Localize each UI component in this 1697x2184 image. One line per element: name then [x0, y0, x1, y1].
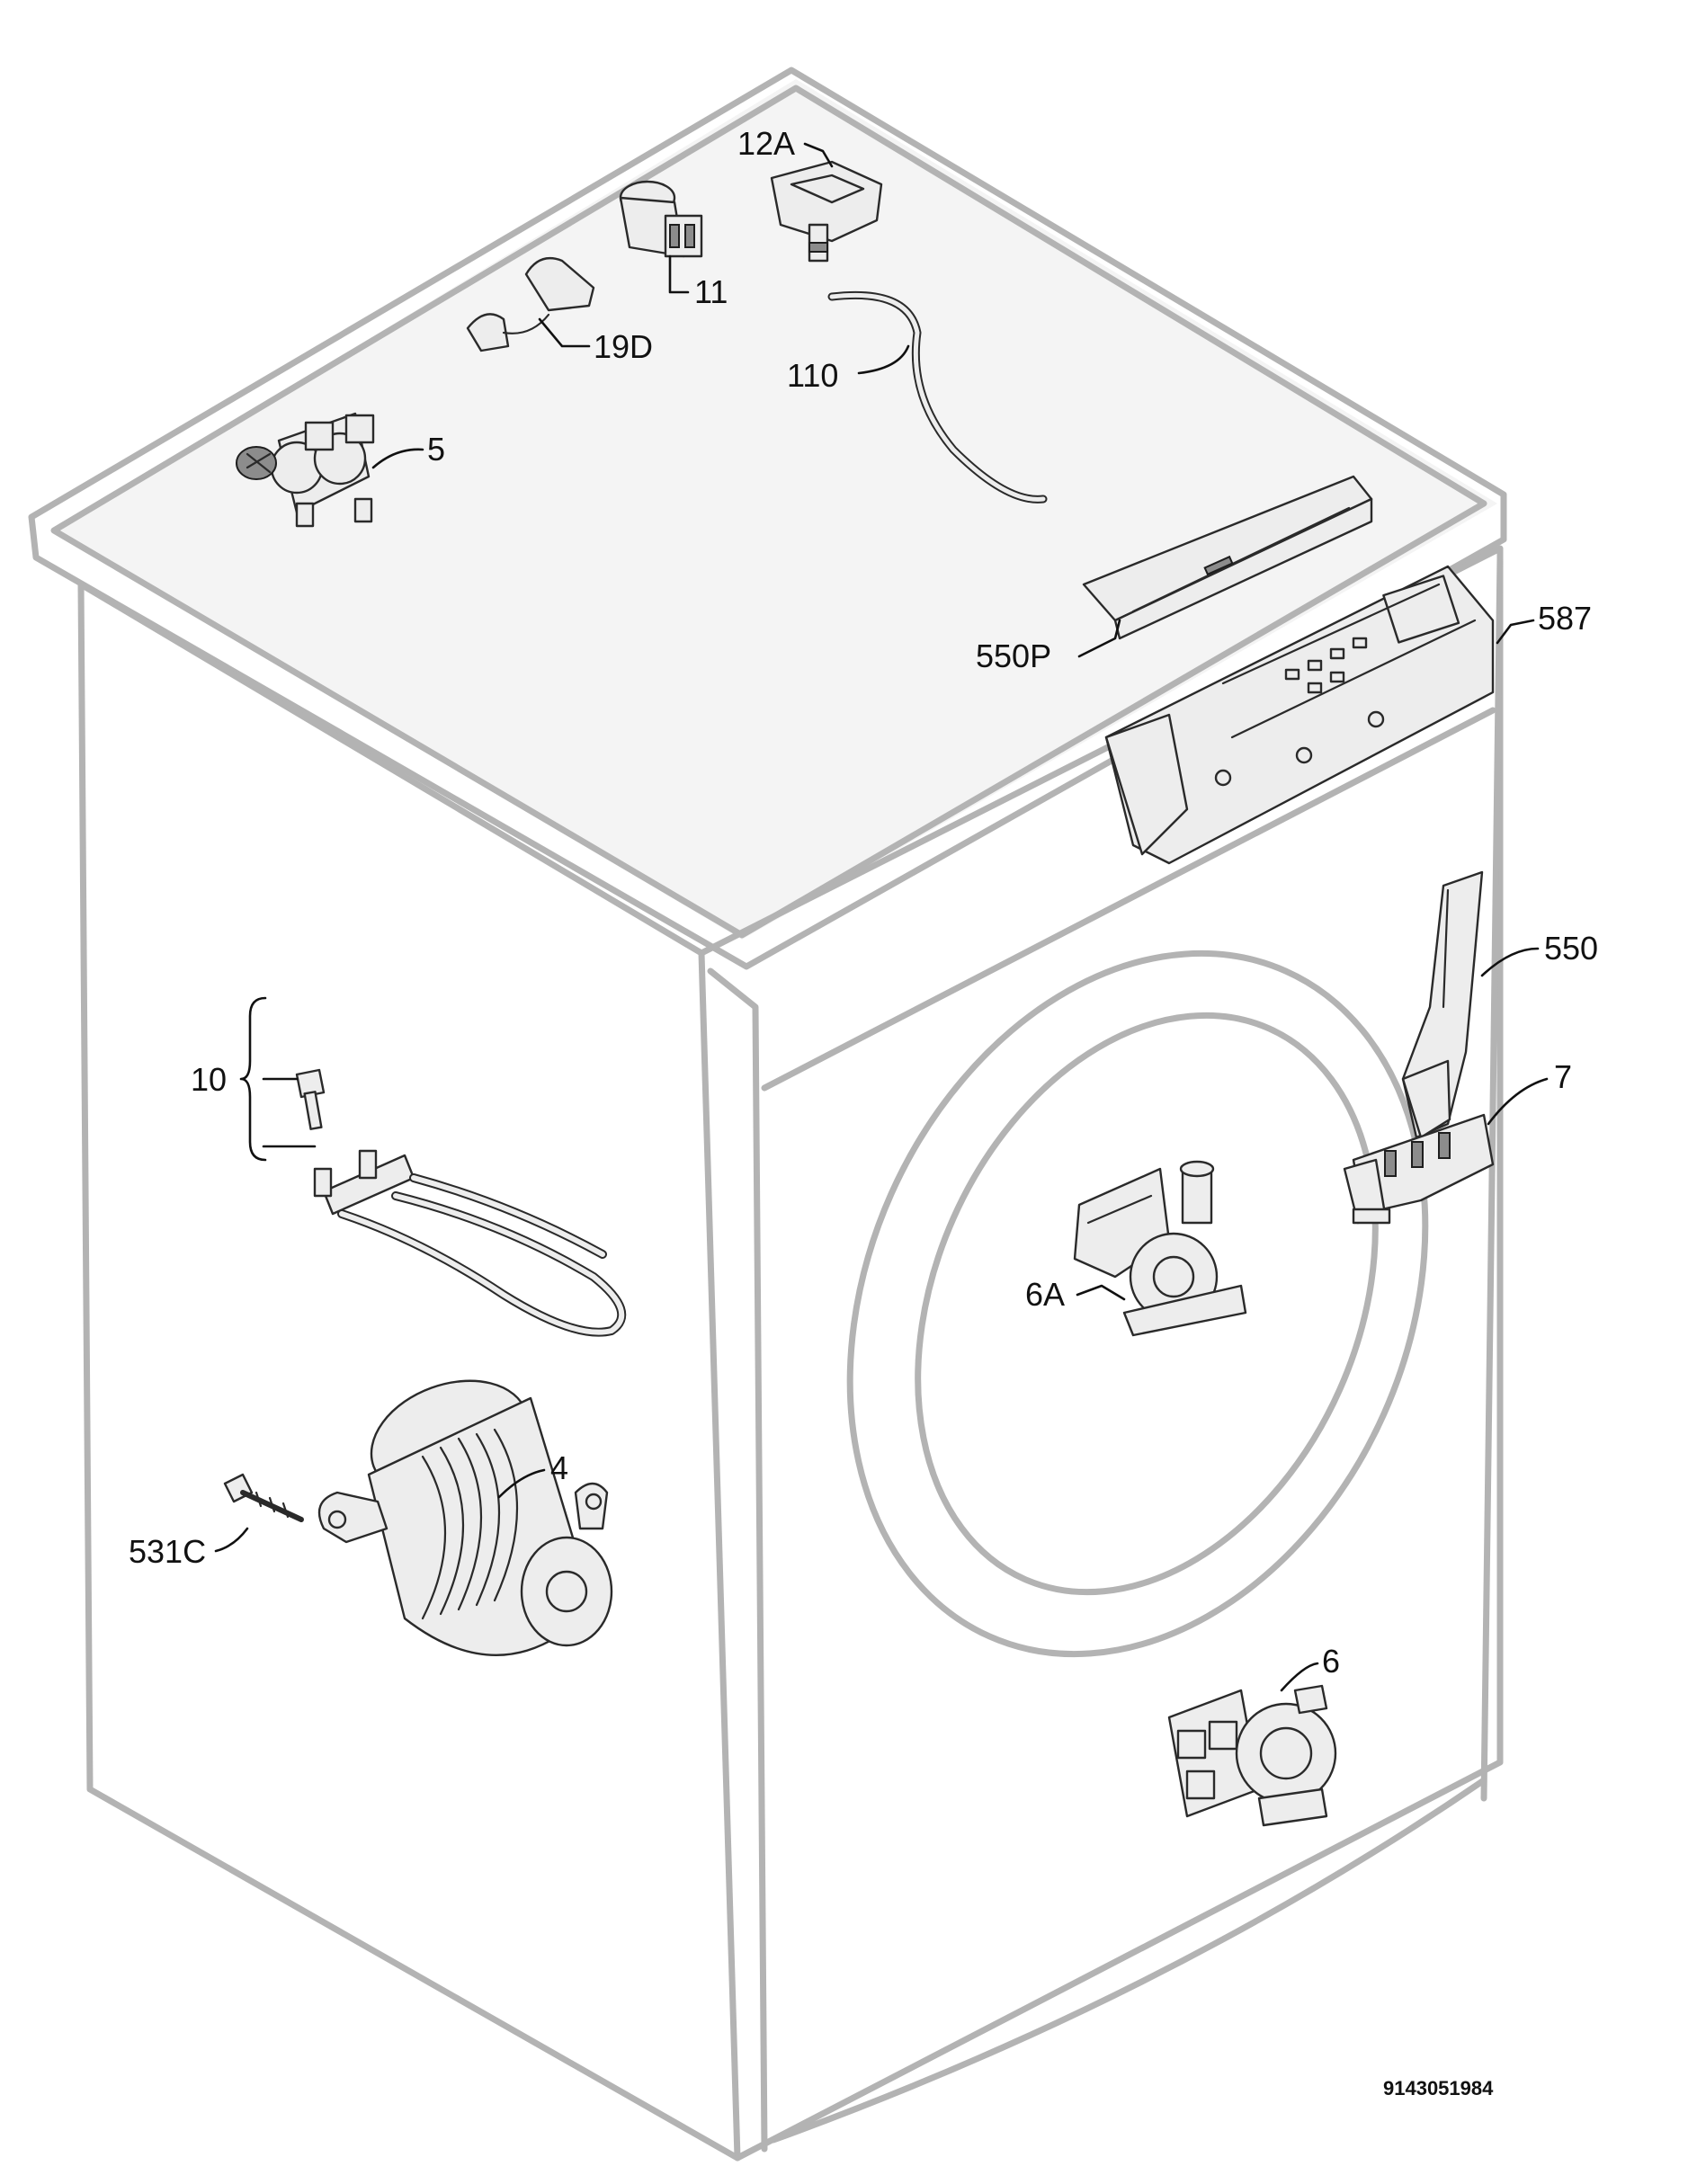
housing-top-outline — [28, 67, 1507, 970]
leader-10-bracket — [239, 996, 267, 1162]
pressure-hose-110[interactable] — [827, 290, 1048, 504]
housing-front-edge — [707, 967, 768, 2153]
door-inner-ring — [915, 1012, 1379, 1596]
leader-587 — [1496, 619, 1535, 645]
cable-clip-19D[interactable] — [466, 256, 595, 352]
screw-531C[interactable] — [223, 1473, 304, 1522]
leader-7 — [1487, 1077, 1549, 1126]
electronic-module-587[interactable] — [1104, 565, 1495, 865]
leader-550 — [1480, 947, 1540, 977]
label-10: 10 — [191, 1061, 227, 1098]
leader-11 — [668, 254, 690, 294]
document-number: 9143051984 — [1383, 2077, 1494, 2099]
panel-cover-550P[interactable] — [1082, 475, 1373, 640]
housing-front — [698, 545, 1504, 2162]
label-110: 110 — [787, 357, 838, 394]
leader-5 — [371, 448, 424, 469]
leader-6A — [1076, 1284, 1126, 1301]
housing-top-inner-edge — [50, 85, 1487, 939]
label-4: 4 — [550, 1449, 568, 1486]
leader-6 — [1280, 1662, 1319, 1692]
door-handle-550[interactable] — [1401, 870, 1484, 1139]
label-6: 6 — [1322, 1643, 1340, 1680]
leader-12A — [803, 142, 834, 168]
label-550: 550 — [1544, 930, 1598, 967]
label-19D: 19D — [594, 328, 653, 365]
leader-19D — [538, 317, 591, 348]
label-6A: 6A — [1025, 1276, 1065, 1313]
drain-pump-6[interactable] — [1167, 1684, 1337, 1827]
leader-550P — [1077, 619, 1121, 658]
door-outer-ring — [846, 949, 1429, 1658]
door-interlock-7[interactable] — [1343, 1113, 1495, 1225]
suppressor-filter-11[interactable] — [619, 180, 703, 258]
motor-4[interactable] — [317, 1360, 613, 1657]
washer-housing — [28, 67, 1507, 2162]
heater-kit-10[interactable] — [295, 1068, 627, 1337]
label-550P: 550P — [976, 637, 1051, 674]
label-12A: 12A — [737, 125, 795, 162]
label-5: 5 — [427, 431, 445, 468]
leader-4 — [497, 1468, 546, 1499]
leader-531C — [214, 1527, 249, 1553]
inlet-valve-5[interactable] — [236, 412, 375, 528]
leader-lines — [214, 142, 1549, 1692]
housing-front-corner-right — [1480, 554, 1504, 1802]
pump-6A[interactable] — [1073, 1160, 1247, 1337]
label-531C: 531C — [129, 1533, 206, 1570]
housing-front-bottom-curve — [770, 1777, 1487, 2144]
pressure-switch-12A[interactable] — [770, 160, 883, 263]
callout-labels: 12A 11 19D 110 5 550P 587 550 7 10 6A 4 … — [129, 125, 1598, 2099]
label-587: 587 — [1538, 600, 1592, 637]
label-11: 11 — [694, 273, 728, 310]
housing-control-panel-lower-edge — [761, 707, 1496, 1092]
leader-110 — [857, 344, 910, 375]
label-7: 7 — [1554, 1058, 1572, 1095]
